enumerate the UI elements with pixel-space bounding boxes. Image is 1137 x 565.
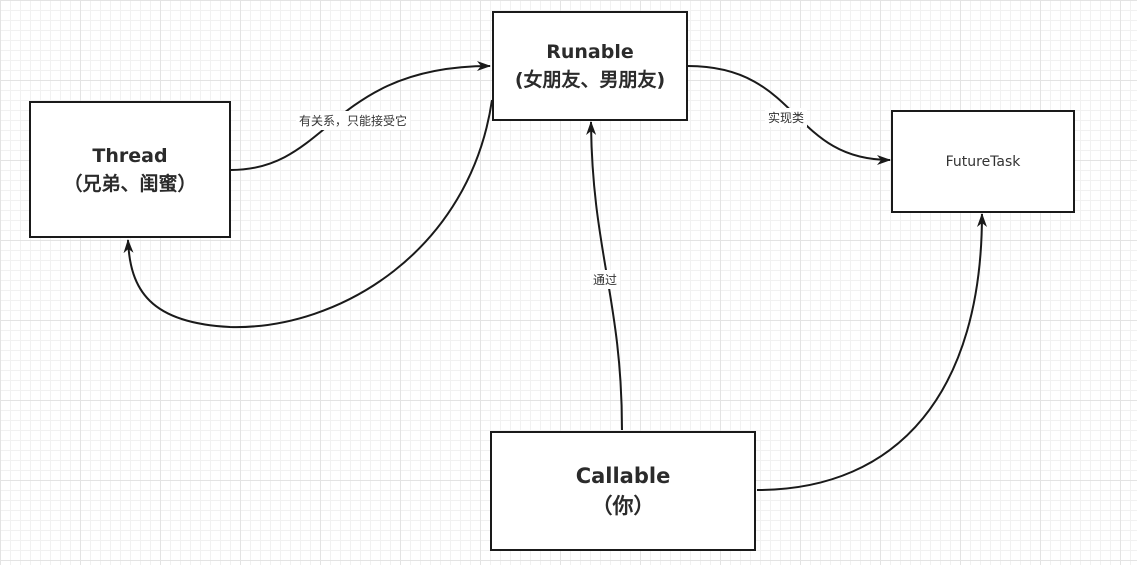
edge-callable-to-futuretask (756, 213, 987, 491)
edge-runable-to-thread (123, 99, 493, 329)
node-runable-title: Runable (546, 41, 634, 63)
node-callable[interactable]: Callable （你） (490, 431, 756, 551)
node-runable[interactable]: Runable (女朋友、男朋友) (492, 11, 688, 121)
node-thread[interactable]: Thread （兄弟、闺蜜） (29, 101, 231, 238)
node-callable-subtitle: （你） (591, 494, 655, 518)
node-futuretask[interactable]: FutureTask (891, 110, 1075, 213)
node-callable-title: Callable (575, 464, 671, 488)
edge-label-callable-to-runable: 通过 (590, 270, 621, 289)
edge-label-thread-to-runable: 有关系，只能接受它 (296, 111, 411, 130)
edge-label-runable-to-futuretask: 实现类 (765, 108, 808, 127)
node-runable-subtitle: (女朋友、男朋友) (514, 69, 666, 91)
node-futuretask-title: FutureTask (945, 153, 1021, 170)
node-thread-title: Thread (92, 144, 168, 167)
node-thread-subtitle: （兄弟、闺蜜） (63, 172, 197, 195)
